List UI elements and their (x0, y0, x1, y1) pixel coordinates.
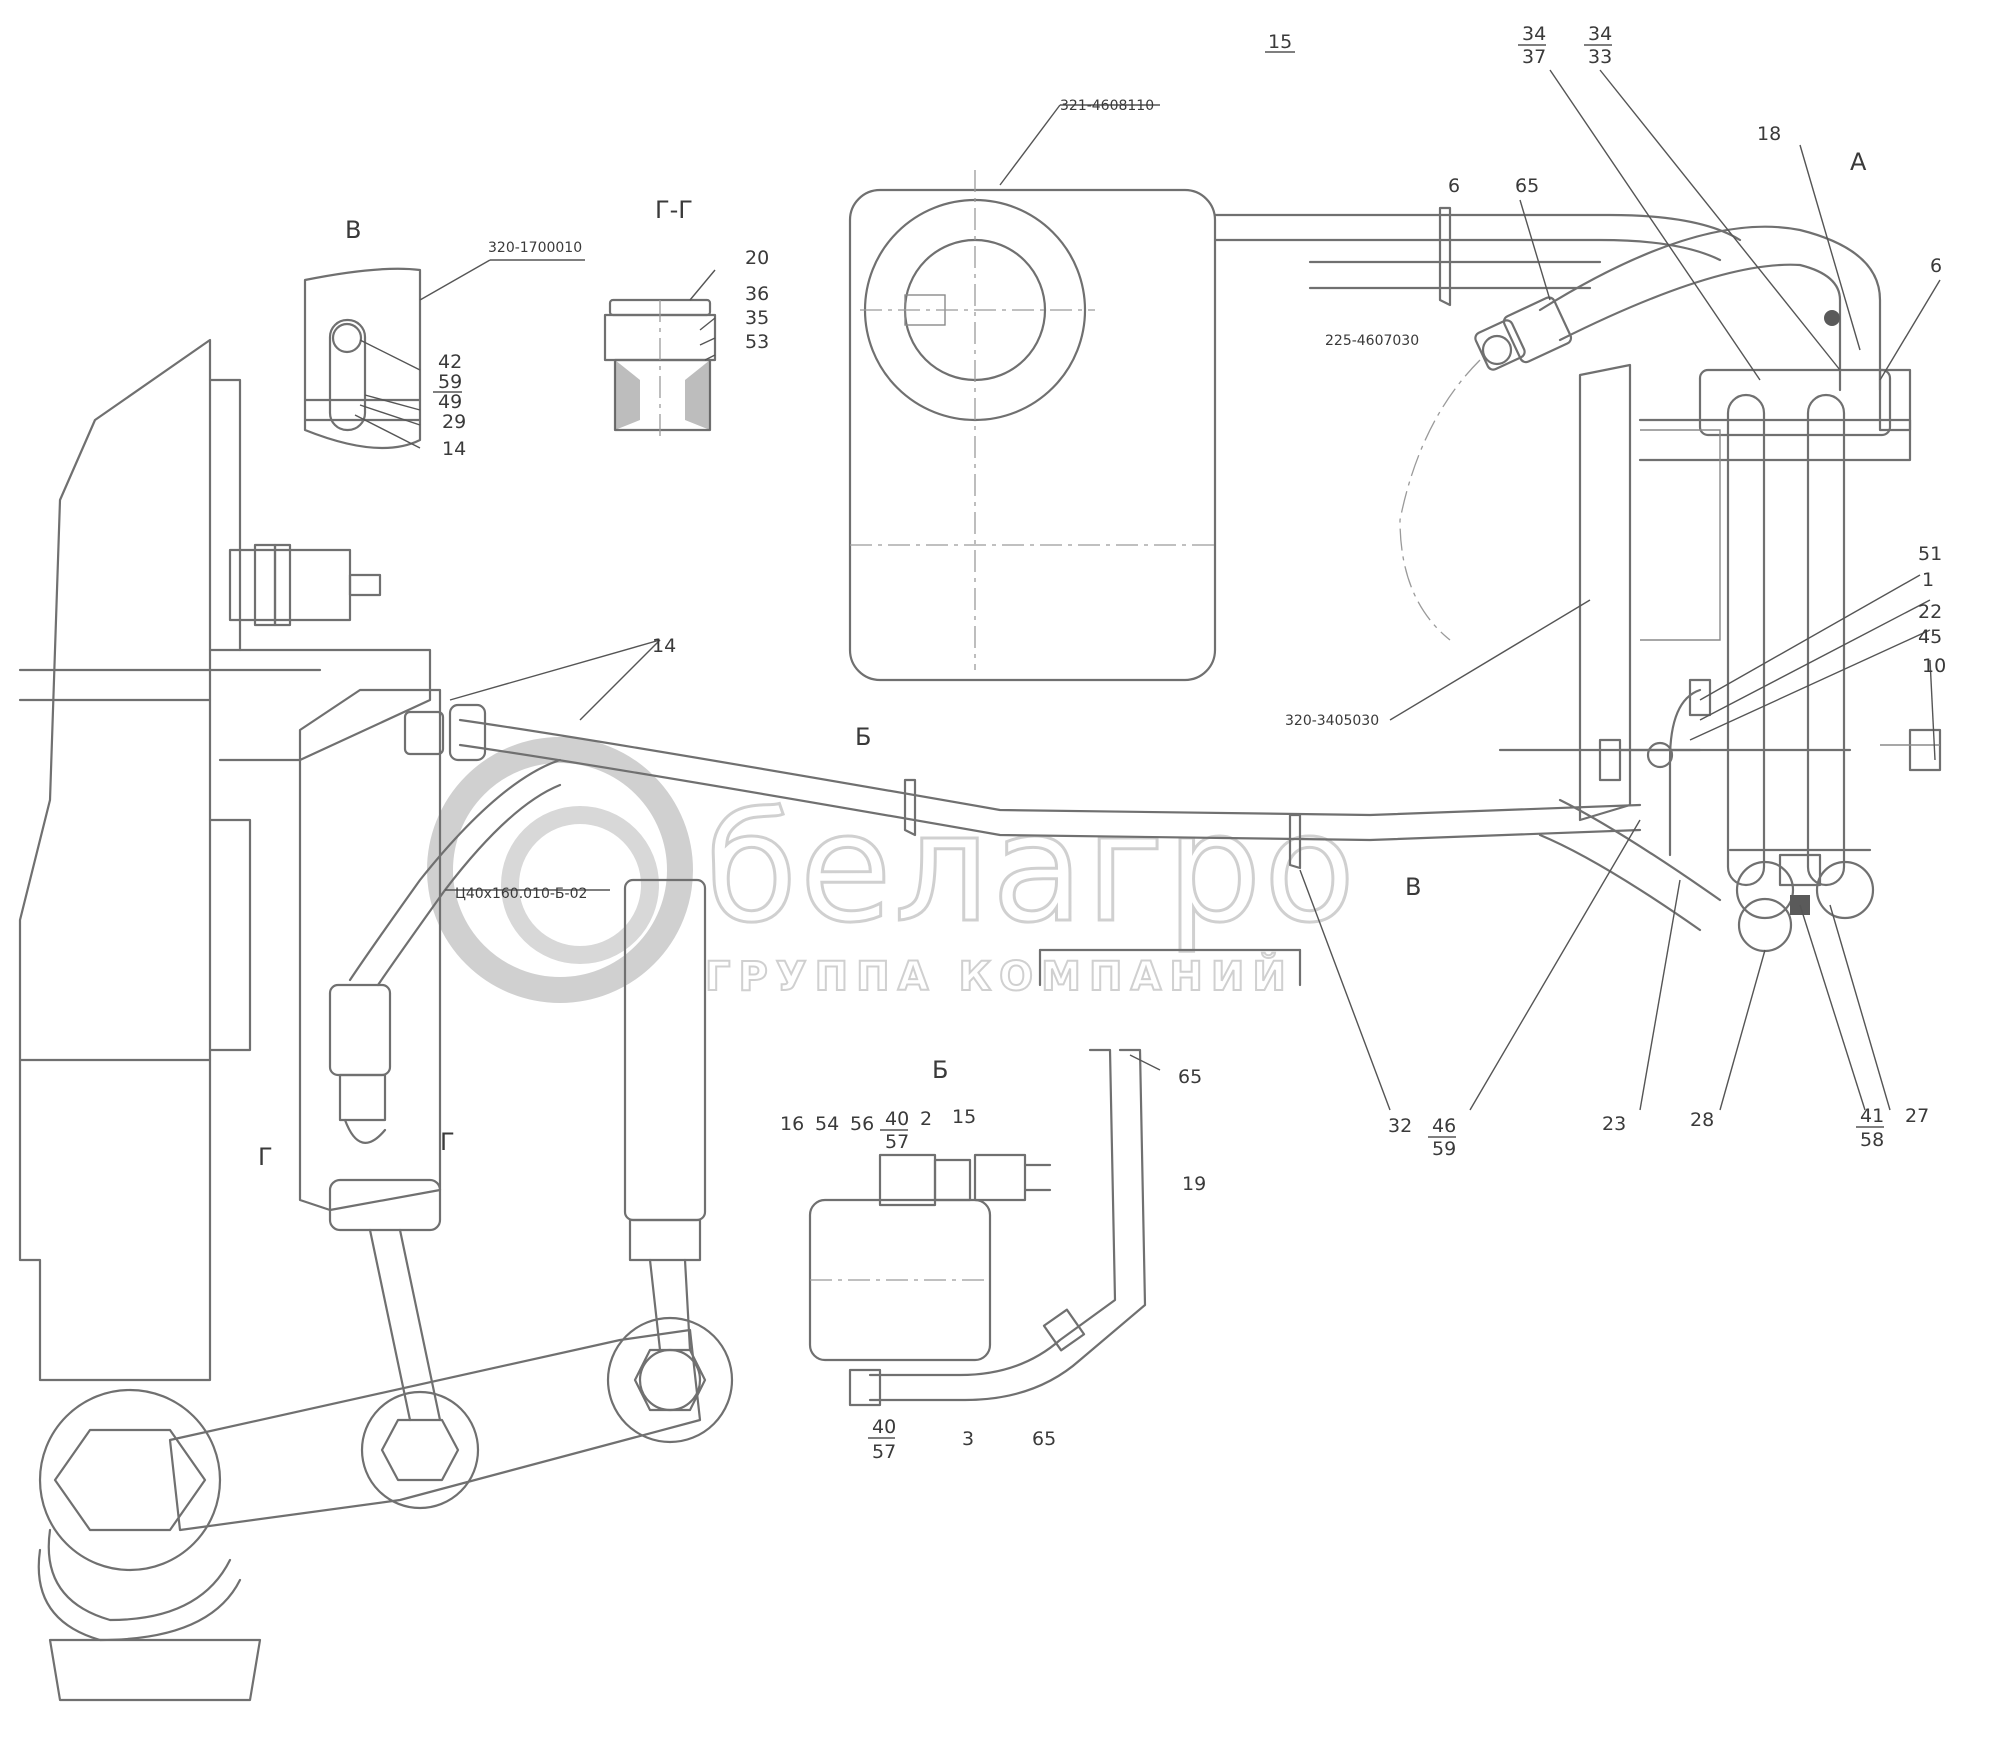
callout-45: 45 (1918, 626, 1942, 648)
section-g-marker-left: Г (258, 1143, 273, 1171)
section-gg (603, 269, 717, 440)
view-v-detail (303, 259, 585, 450)
callout-15: 15 (1268, 31, 1292, 53)
callout-29: 29 (442, 411, 466, 433)
callout-2: 2 (920, 1108, 932, 1130)
frame-bracket-part-number: 320-1700010 (488, 240, 582, 256)
callout-14: 14 (652, 635, 676, 657)
watermark: белагро ГРУППА КОМПАНИЙ (427, 737, 1357, 1003)
part-number-labels: 321-4608110 225-4607030 320-1700010 320-… (455, 98, 1419, 902)
callout-57: 57 (872, 1441, 896, 1463)
watermark-logo-inner (501, 806, 659, 964)
callout-37: 37 (1522, 46, 1546, 68)
callout-15: 15 (952, 1106, 976, 1128)
callout-numbers: 15 34 37 34 33 18 6 65 6 51 1 22 45 10 1… (438, 23, 1946, 1463)
callout-1: 1 (1922, 569, 1934, 591)
callout-10: 10 (1922, 655, 1946, 677)
callout-54: 54 (815, 1113, 839, 1135)
callout-59: 59 (438, 371, 462, 393)
callout-57: 57 (885, 1131, 909, 1153)
callout-18: 18 (1757, 123, 1781, 145)
callout-65: 65 (1178, 1066, 1202, 1088)
cylinder-part-number: Ц40х160.010-Б-02 (455, 886, 587, 902)
callout-22: 22 (1918, 601, 1942, 623)
section-g-marker-right: Г (440, 1128, 455, 1156)
detail-b-title: Б (932, 1056, 948, 1084)
callout-59: 59 (1432, 1138, 1456, 1160)
top-pipe-run (1213, 206, 1882, 392)
detail-b (808, 948, 1302, 1407)
callout-14: 14 (442, 438, 466, 460)
callout-6: 6 (1930, 255, 1942, 277)
callout-3: 3 (962, 1428, 974, 1450)
tank-part-number: 321-4608110 (1060, 98, 1154, 114)
left-housing (18, 338, 734, 1702)
callout-40: 40 (885, 1108, 909, 1130)
callout-65: 65 (1032, 1428, 1056, 1450)
view-a-marker: А (1850, 148, 1867, 176)
view-labels: В Г-Г Б А Б В Г Г (258, 148, 1867, 1171)
callout-34: 34 (1522, 23, 1546, 45)
view-v-title: В (345, 216, 361, 244)
callout-28: 28 (1690, 1109, 1714, 1131)
callout-53: 53 (745, 331, 769, 353)
callout-65: 65 (1515, 175, 1539, 197)
callout-35: 35 (745, 307, 769, 329)
callout-underlines (433, 44, 1884, 1439)
callout-41: 41 (1860, 1105, 1884, 1127)
view-b-marker: Б (855, 723, 871, 751)
callout-27: 27 (1905, 1105, 1929, 1127)
callout-6: 6 (1448, 175, 1460, 197)
callout-40: 40 (872, 1416, 896, 1438)
section-gg-title: Г-Г (655, 196, 693, 224)
callout-34: 34 (1588, 23, 1612, 45)
callout-23: 23 (1602, 1113, 1626, 1135)
pipe-225-part-number: 225-4607030 (1325, 333, 1419, 349)
callout-56: 56 (850, 1113, 874, 1135)
callout-16: 16 (780, 1113, 804, 1135)
watermark-name: белагро (705, 782, 1357, 956)
callout-32: 32 (1388, 1115, 1412, 1137)
hydro-bracket-part-number: 320-3405030 (1285, 713, 1379, 729)
callout-58: 58 (1860, 1129, 1884, 1151)
callout-33: 33 (1588, 46, 1612, 68)
callout-19: 19 (1182, 1173, 1206, 1195)
callout-46: 46 (1432, 1115, 1456, 1137)
callout-20: 20 (745, 247, 769, 269)
callout-49: 49 (438, 391, 462, 413)
view-v-marker: В (1405, 873, 1421, 901)
watermark-subtitle: ГРУППА КОМПАНИЙ (705, 952, 1294, 1000)
distributor-block (1399, 359, 1942, 953)
callout-42: 42 (438, 351, 462, 373)
leader-lines (445, 69, 1941, 1111)
callout-36: 36 (745, 283, 769, 305)
callout-51: 51 (1918, 543, 1942, 565)
hydraulic-tank (848, 104, 1217, 682)
